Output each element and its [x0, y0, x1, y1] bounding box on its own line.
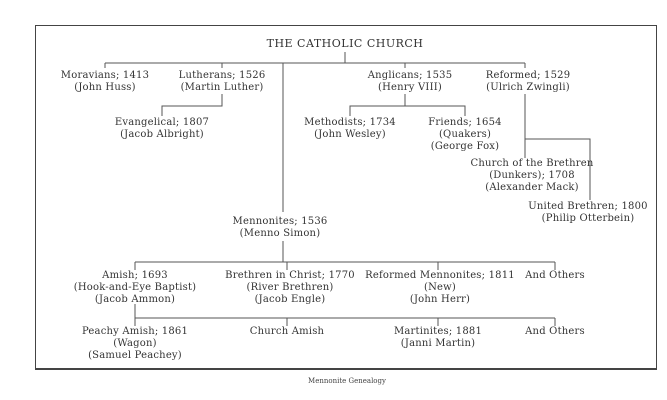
node-lutherans: Lutherans; 1526(Martin Luther) — [178, 70, 266, 93]
node-martinites: Martinites; 1881(Janni Martin) — [393, 326, 483, 349]
line-lutherans-evangelical — [161, 94, 223, 116]
node-and-others-2: And Others — [525, 326, 585, 337]
node-mennonites: Mennonites; 1536(Menno Simon) — [232, 216, 328, 239]
node-methodists: Methodists; 1734(John Wesley) — [304, 117, 396, 140]
line-mennonites-branch — [134, 241, 556, 270]
node-reformed-mennonites: Reformed Mennonites; 1811(New)(John Herr… — [365, 270, 515, 305]
node-and-others-1: And Others — [525, 270, 585, 281]
node-amish: Amish; 1693(Hook-and-Eye Baptist)(Jacob … — [73, 270, 197, 305]
node-united-brethren: United Brethren; 1800(Philip Otterbein) — [528, 201, 648, 224]
node-catholic-church: THE CATHOLIC CHURCH — [266, 37, 424, 50]
line-reformed-branch — [524, 94, 591, 200]
node-anglicans: Anglicans; 1535(Henry VIII) — [367, 70, 453, 93]
node-friends: Friends; 1654(Quakers)(George Fox) — [428, 117, 502, 152]
node-moravians: Moravians; 1413(John Huss) — [60, 70, 150, 93]
figure-caption: Mennonite Genealogy — [308, 377, 386, 385]
node-church-of-the-brethren: Church of the Brethren(Dunkers); 1708(Al… — [470, 158, 594, 193]
node-reformed: Reformed; 1529(Ulrich Zwingli) — [485, 70, 571, 93]
node-peachy-amish: Peachy Amish; 1861(Wagon)(Samuel Peachey… — [81, 326, 189, 361]
node-evangelical: Evangelical; 1807(Jacob Albright) — [114, 117, 210, 140]
node-church-amish: Church Amish — [249, 326, 325, 337]
line-anglicans-branch — [349, 94, 466, 116]
line-amish-branch — [134, 304, 556, 326]
node-brethren-in-christ: Brethren in Christ; 1770(River Brethren)… — [225, 270, 355, 305]
diagram-frame — [35, 25, 657, 370]
line-top-bar — [104, 62, 526, 212]
